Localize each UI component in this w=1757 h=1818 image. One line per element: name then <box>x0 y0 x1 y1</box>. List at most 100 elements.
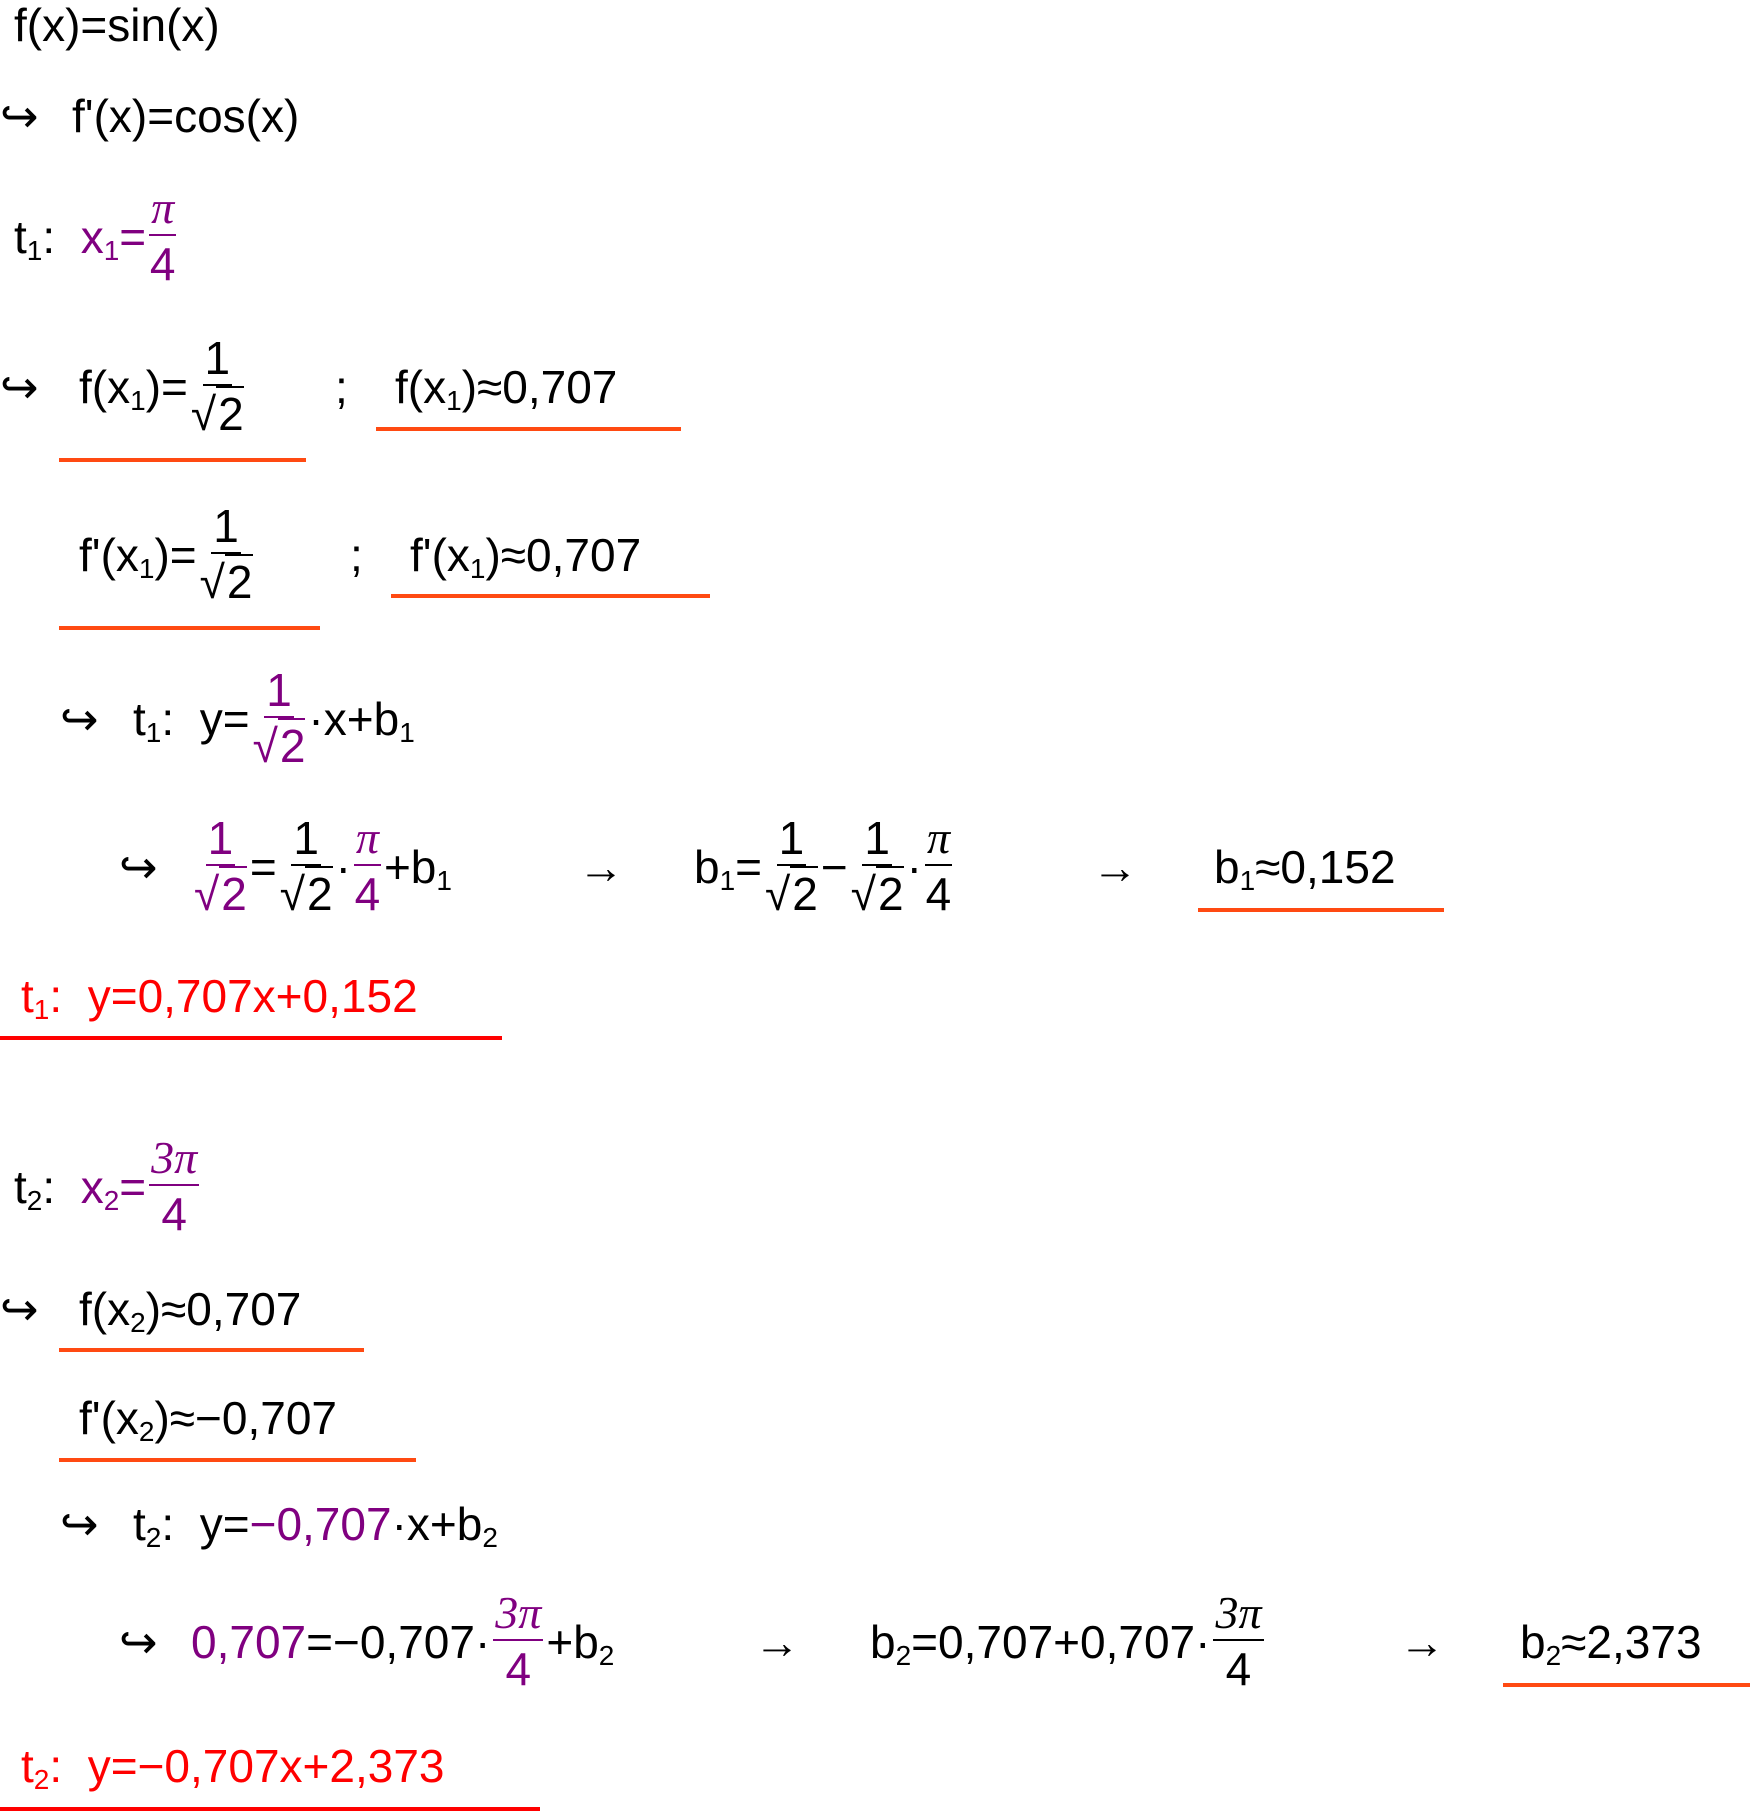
math-text: b <box>870 1616 896 1668</box>
subscript: 2 <box>103 1185 120 1216</box>
underline <box>59 1458 416 1462</box>
radicand: 2 <box>216 386 244 440</box>
math-text: b <box>694 841 720 893</box>
fraction: 1√2 <box>765 812 818 922</box>
math-text: : y=−0,707x+2,373 <box>49 1740 445 1792</box>
math-text: = <box>735 841 763 893</box>
math-text: )≈−0,707 <box>154 1392 338 1444</box>
math-text: +b <box>383 841 437 893</box>
subscript: 2 <box>138 1416 155 1447</box>
subscript: 1 <box>436 865 452 896</box>
math-text: )≈0,707 <box>485 529 642 581</box>
math-text: b <box>1214 841 1240 893</box>
underline <box>59 458 306 462</box>
math-text: ≈0,152 <box>1255 841 1396 893</box>
math-text: +b <box>546 1616 599 1668</box>
subscript: 1 <box>719 865 736 896</box>
numerator: 1 <box>211 500 241 554</box>
subscript: 2 <box>145 1522 162 1553</box>
denominator: √2 <box>765 866 818 922</box>
radicand: 2 <box>219 866 247 920</box>
math-text: : y= <box>161 693 250 745</box>
radicand: 2 <box>790 866 818 920</box>
math-text: · <box>906 841 922 893</box>
math-expression: ; <box>350 528 363 582</box>
fraction: 1√2 <box>200 500 253 610</box>
math-text: = <box>119 211 147 263</box>
subscript: 1 <box>469 553 486 584</box>
fraction: 1√2 <box>280 812 333 922</box>
math-text: f(x <box>395 361 447 413</box>
hook-arrow-icon: ↪ <box>119 1615 158 1669</box>
math-text: f'(x)=cos(x) <box>72 90 300 142</box>
math-text: ·x+b <box>391 1498 483 1550</box>
math-text: = <box>119 1161 147 1213</box>
fraction: 1√2 <box>191 332 244 442</box>
numerator: π <box>353 812 381 866</box>
fraction: 1√2 <box>851 812 904 922</box>
subscript: 2 <box>1545 1640 1562 1671</box>
math-text: : y= <box>161 1498 250 1550</box>
math-text: = <box>249 841 277 893</box>
subscript: 2 <box>598 1640 615 1671</box>
denominator: √2 <box>194 866 247 922</box>
math-text: → <box>754 1616 800 1668</box>
sqrt-icon: √ <box>850 868 877 920</box>
math-text: ↪ <box>0 361 39 413</box>
math-text: : <box>42 211 81 263</box>
denominator: √2 <box>851 866 904 922</box>
numerator: 1 <box>776 812 807 866</box>
numerator: 1 <box>202 332 233 386</box>
denominator: 4 <box>925 868 952 920</box>
math-text: → <box>1092 841 1138 893</box>
right-arrow-icon: → <box>754 1615 800 1669</box>
numerator: 1 <box>291 812 321 866</box>
math-expression: f(x)=sin(x) <box>14 0 220 52</box>
math-text: −0,707 <box>249 1498 392 1550</box>
numerator: 3π <box>493 1587 544 1641</box>
fraction: 1√2 <box>194 812 247 922</box>
math-text: f'(x <box>410 529 470 581</box>
numerator: π <box>149 182 177 236</box>
fraction: 1√2 <box>253 664 306 774</box>
math-text: ≈2,373 <box>1561 1616 1702 1668</box>
denominator: 4 <box>161 1188 187 1240</box>
result-underline <box>0 1807 540 1811</box>
sqrt-icon: √ <box>190 388 217 440</box>
sqrt-icon: √ <box>252 720 278 772</box>
subscript: 1 <box>446 385 462 416</box>
math-text: ↪ <box>119 1616 158 1668</box>
right-arrow-icon: → <box>1399 1615 1445 1669</box>
hook-arrow-icon: ↪ <box>60 1497 99 1551</box>
denominator: √2 <box>200 554 253 610</box>
denominator: 4 <box>505 1643 532 1695</box>
math-text: x <box>80 211 104 263</box>
radicand: 2 <box>277 718 306 772</box>
denominator: √2 <box>191 386 244 442</box>
math-text: : y=0,707x+0,152 <box>49 970 418 1022</box>
right-arrow-icon: → <box>1092 840 1138 894</box>
hook-arrow-icon: ↪ <box>119 840 158 894</box>
math-text: t <box>14 1161 27 1213</box>
math-text: f'(x <box>79 529 139 581</box>
math-text: t <box>21 970 34 1022</box>
denominator: √2 <box>253 718 306 774</box>
sqrt-icon: √ <box>279 868 305 920</box>
hook-arrow-icon: ↪ <box>0 360 39 414</box>
denominator: 4 <box>149 238 176 290</box>
subscript: 1 <box>103 235 120 266</box>
subscript: 1 <box>26 235 43 266</box>
